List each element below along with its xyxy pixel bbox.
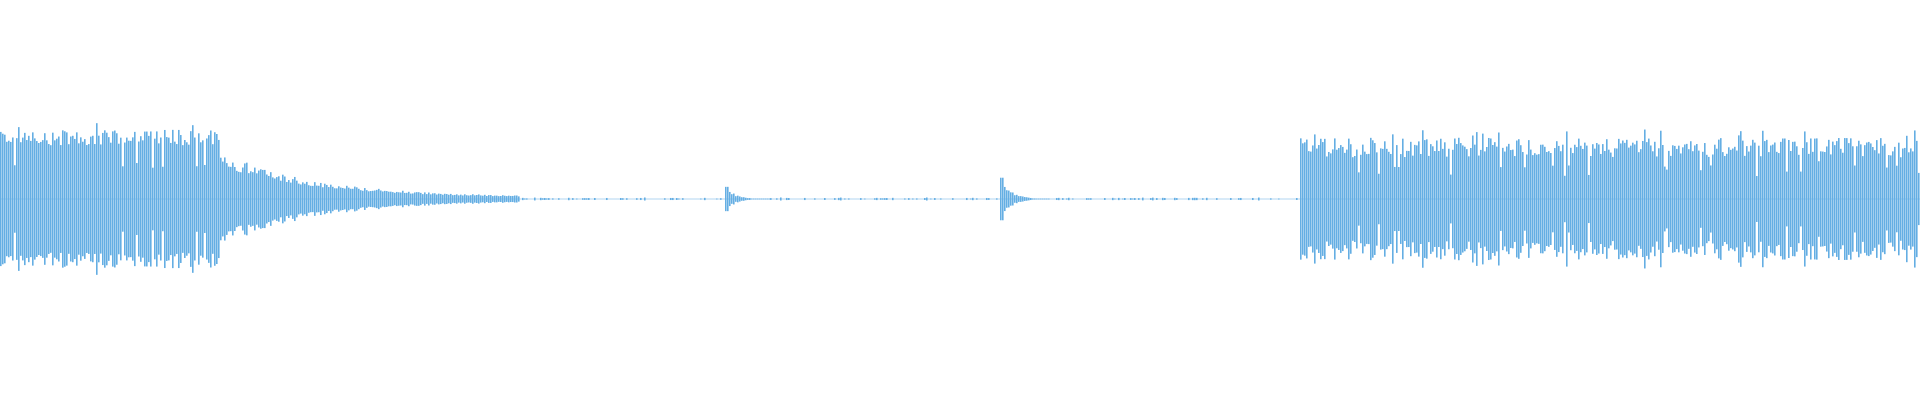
waveform-center-line <box>0 198 1920 200</box>
waveform-layer <box>0 123 1920 275</box>
